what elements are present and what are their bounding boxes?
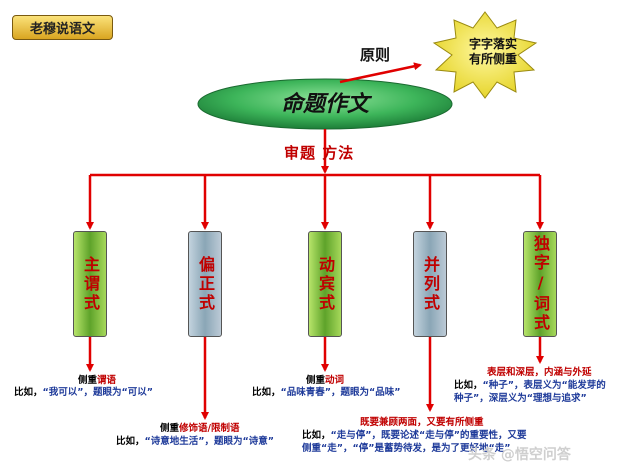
principle-label: 原则 <box>360 46 391 64</box>
note-pianzheng-example: 比如，“诗意地生活”，题眼为“诗意” <box>116 436 274 447</box>
box-pianzheng: 偏正式 <box>188 231 222 337</box>
method-label: 审题 方法 <box>284 144 355 162</box>
box-zhuwei: 主谓式 <box>73 231 107 337</box>
main-title: 命题作文 <box>280 91 369 117</box>
box-binglie: 并列式 <box>413 231 447 337</box>
note-binglie-line1: 比如，“走与停”，既要论述“走与停”的重要性，又要 <box>302 430 527 441</box>
note-binglie-focus: 既要兼顾两面，又要有所侧重 <box>360 417 484 428</box>
note-binglie-line2: 侧重“走”，“停”是蓄势待发，是为了更好地“走” <box>302 443 511 454</box>
note-duzi-line1: 比如，“种子”，表层义为“能发芽的 <box>454 380 606 391</box>
note-dongbin-focus: 侧重动词 <box>306 375 345 386</box>
note-duzi-focus: 表层和深层，内涵与外延 <box>487 367 592 378</box>
note-zhuwei-example: 比如，“我可以”，题眼为“可以” <box>14 387 153 398</box>
box-duzi: 独字/词式 <box>523 231 557 337</box>
note-dongbin-example: 比如，“品味青春”，题眼为“品味” <box>252 387 401 398</box>
author-tag: 老穆说语文 <box>12 15 113 40</box>
watermark: 头条 @悟空问答 <box>468 447 571 463</box>
note-duzi-line2: 种子”，深层义为“理想与追求” <box>454 393 587 404</box>
note-pianzheng-focus: 侧重修饰语/限制语 <box>160 423 240 434</box>
note-zhuwei-focus: 侧重谓语 <box>78 375 117 386</box>
star-text: 字字落实 有所侧重 <box>468 37 517 66</box>
box-dongbin: 动宾式 <box>308 231 342 337</box>
star-shape <box>432 11 538 99</box>
